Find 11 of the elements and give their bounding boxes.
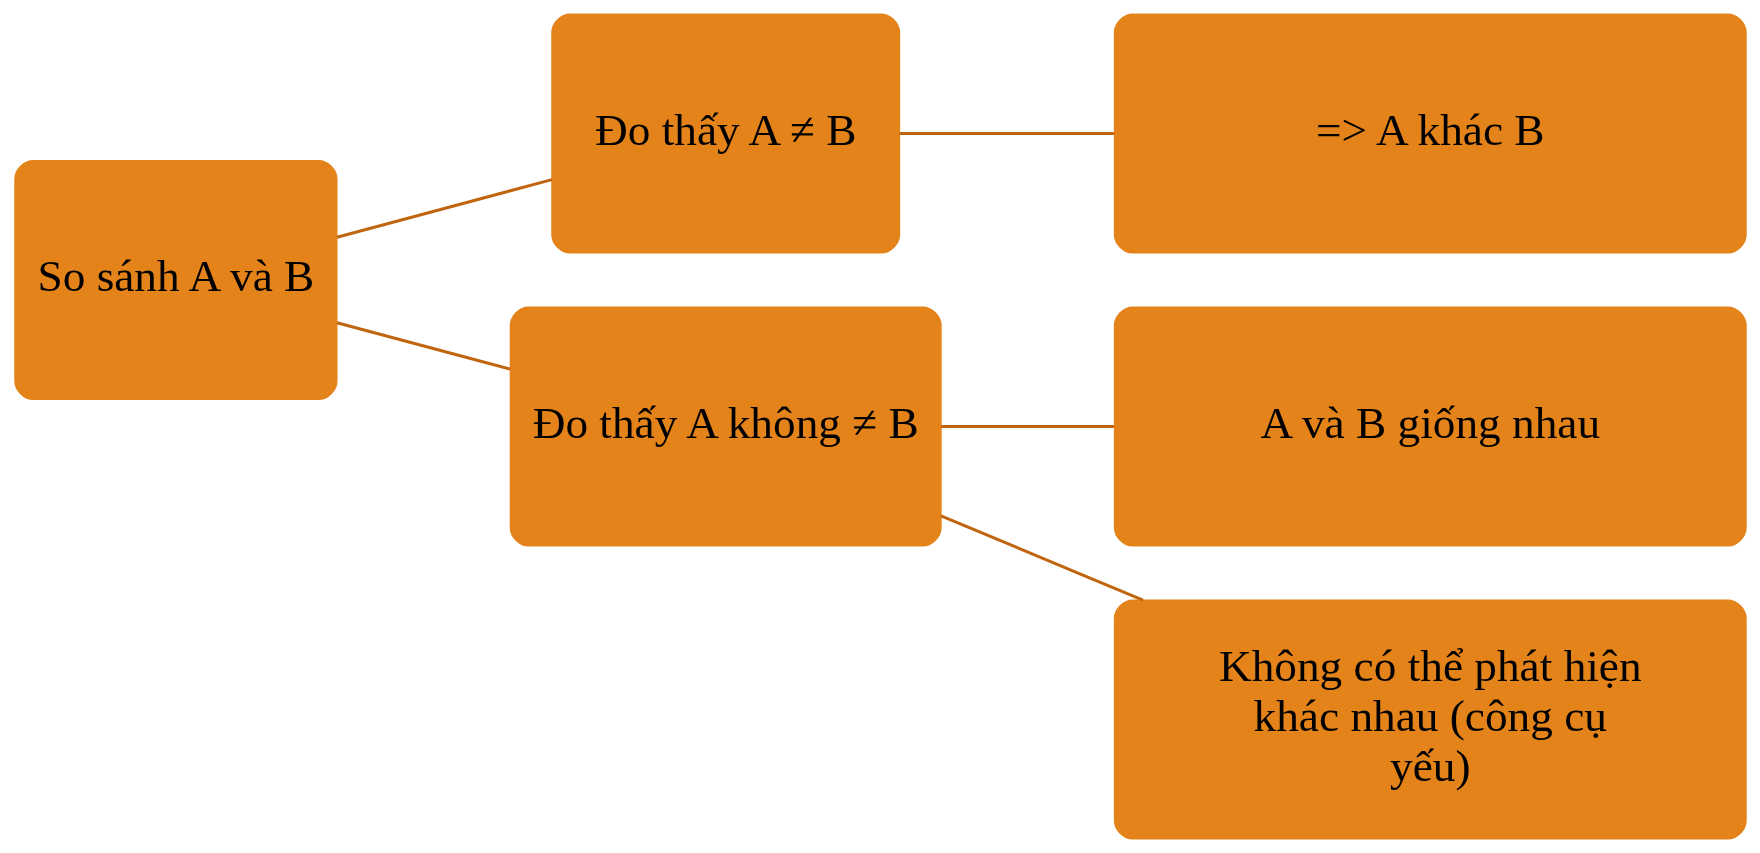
node-box: A và B giống nhau (1113, 306, 1747, 547)
connector (336, 178, 552, 239)
node-box: => A khác B (1113, 13, 1747, 254)
node-box: Không có thể phát hiện khác nhau (công cụ yếu) (1113, 599, 1747, 840)
connector (336, 321, 510, 371)
node-box: Đo thấy A ≠ B (550, 13, 900, 254)
connector (939, 514, 1144, 602)
connector (899, 131, 1114, 135)
node-box: So sánh A và B (13, 159, 337, 401)
connector (940, 425, 1114, 428)
node-box: Đo thấy A không ≠ B (509, 306, 942, 547)
